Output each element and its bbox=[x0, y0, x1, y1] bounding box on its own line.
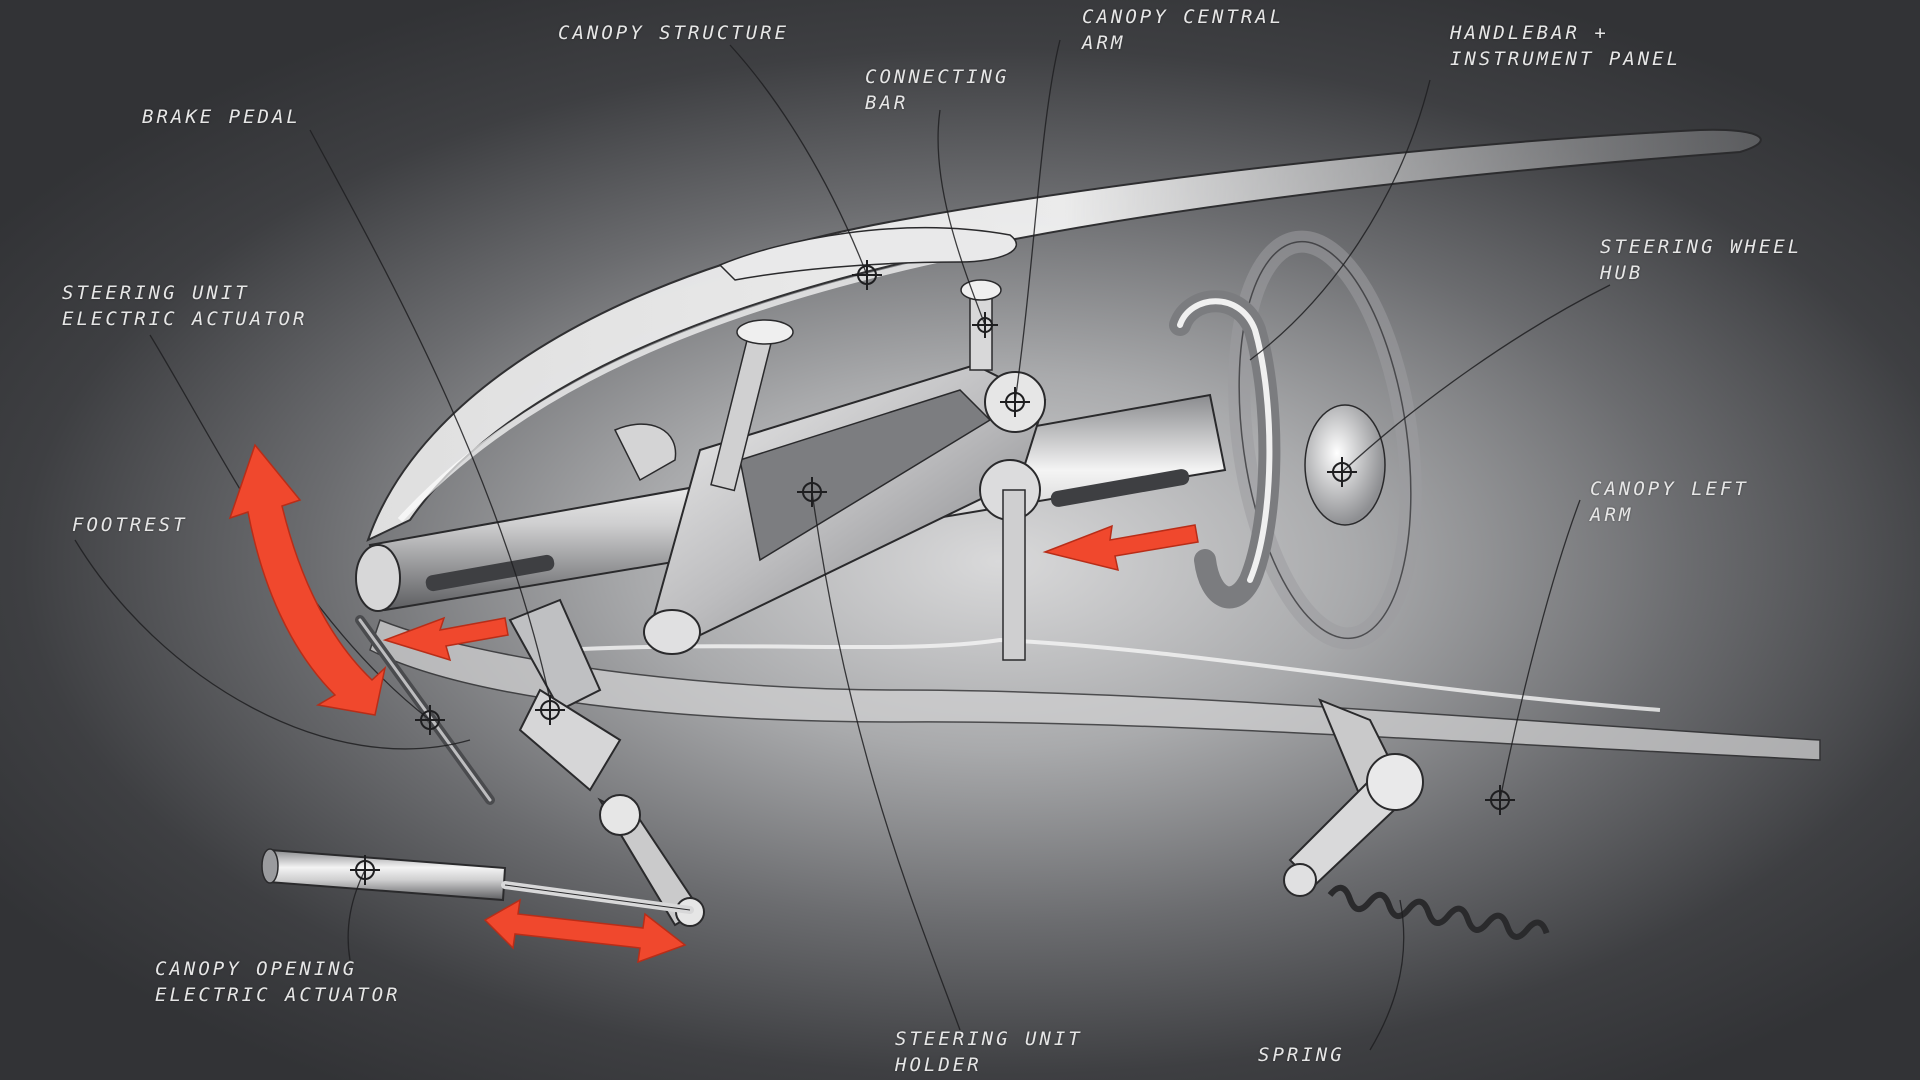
label-steering-unit-electric-actuator: Steering unit electric actuator bbox=[62, 280, 307, 332]
label-spring: Spring bbox=[1258, 1042, 1345, 1068]
steering-actuator bbox=[355, 615, 495, 805]
label-line: Handlebar + bbox=[1450, 22, 1609, 44]
canopy-actuator bbox=[261, 848, 694, 914]
label-connecting-bar: Connecting bar bbox=[865, 64, 1009, 116]
leader-steering-hub bbox=[1341, 284, 1611, 473]
vertical-posts bbox=[710, 279, 1026, 661]
label-line: hub bbox=[1600, 262, 1644, 284]
arrow-pedal-push bbox=[382, 616, 509, 662]
label-line: Connecting bbox=[865, 66, 1010, 88]
label-line: arm bbox=[1590, 504, 1634, 526]
leader-brake-pedal bbox=[309, 129, 551, 701]
leader-spring bbox=[1369, 899, 1405, 1051]
arrow-steering-push bbox=[1042, 524, 1199, 572]
label-canopy-opening-electric-actuator: Canopy opening electric actuator bbox=[155, 956, 400, 1008]
leader-canopy-central-arm bbox=[1014, 39, 1061, 403]
label-line: electric actuator bbox=[155, 984, 401, 1006]
label-line: arm bbox=[1082, 32, 1126, 54]
handlebar bbox=[1169, 290, 1281, 609]
leader-canopy-structure bbox=[729, 44, 868, 276]
label-line: bar bbox=[865, 92, 909, 114]
label-line: instrument panel bbox=[1450, 48, 1682, 70]
label-line: Canopy opening bbox=[155, 958, 358, 980]
leader-canopy-actuator bbox=[347, 869, 366, 961]
label-line: Brake pedal bbox=[142, 106, 301, 128]
label-canopy-structure: Canopy structure bbox=[558, 20, 789, 46]
label-canopy-left-arm: Canopy left arm bbox=[1590, 476, 1749, 528]
spring-assembly bbox=[1283, 698, 1550, 940]
label-line: Steering unit bbox=[62, 282, 250, 304]
label-line: Canopy central bbox=[1082, 6, 1285, 28]
label-line: holder bbox=[895, 1054, 982, 1076]
label-line: Steering wheel bbox=[1600, 236, 1803, 258]
leader-footrest bbox=[74, 539, 471, 750]
arrow-footrest-rotation bbox=[228, 443, 387, 716]
label-handlebar-instrument-panel: Handlebar + instrument panel bbox=[1450, 20, 1681, 72]
label-line: Canopy structure bbox=[558, 22, 790, 44]
leader-steering-holder bbox=[811, 491, 961, 1031]
label-line: electric actuator bbox=[62, 308, 308, 330]
leader-connecting-bar bbox=[937, 109, 986, 326]
leader-handlebar bbox=[1249, 79, 1431, 361]
leader-lines bbox=[74, 39, 1611, 1051]
label-line: Canopy left bbox=[1590, 478, 1749, 500]
motion-arrows bbox=[228, 443, 1199, 964]
arrow-actuator-double bbox=[483, 898, 687, 964]
label-steering-wheel-hub: Steering wheel hub bbox=[1600, 234, 1802, 286]
label-line: Steering unit bbox=[895, 1028, 1083, 1050]
label-line: Footrest bbox=[72, 514, 188, 536]
label-canopy-central-arm: Canopy central arm bbox=[1082, 4, 1284, 56]
label-steering-unit-holder: Steering unit holder bbox=[895, 1026, 1083, 1078]
steering-wheel bbox=[1228, 230, 1422, 650]
leader-canopy-left-arm bbox=[1499, 499, 1581, 801]
label-brake-pedal: Brake pedal bbox=[142, 104, 301, 130]
label-footrest: Footrest bbox=[72, 512, 188, 538]
label-line: Spring bbox=[1258, 1044, 1345, 1066]
